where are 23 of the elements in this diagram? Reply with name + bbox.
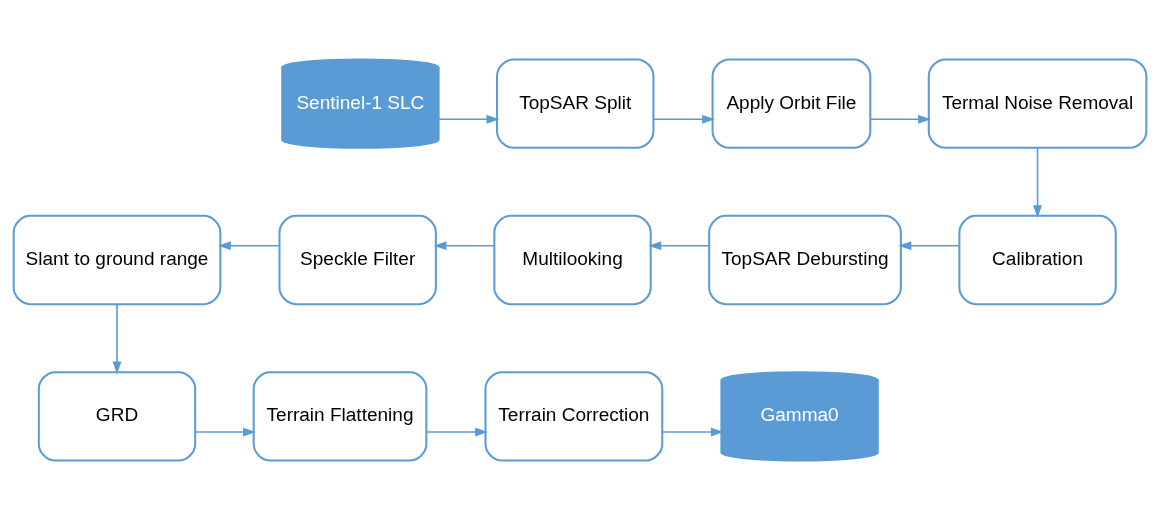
node-box: Speckle Filter	[278, 214, 437, 306]
node-box: TopSAR Debursting	[708, 214, 902, 306]
arrow	[869, 114, 931, 124]
node-box: Terrain Correction	[484, 371, 664, 462]
node-box: Multilooking	[493, 214, 652, 306]
arrow	[218, 241, 280, 251]
arrow	[648, 241, 710, 251]
arrow	[898, 241, 960, 251]
node-box: GRD	[37, 371, 197, 462]
arrow	[1033, 147, 1043, 218]
node-box: Terrain Flattening	[252, 371, 428, 462]
node-box: Slant to ground range	[12, 214, 222, 306]
arrow	[433, 241, 495, 251]
arrow	[425, 427, 488, 437]
node-box: Apply Orbit File	[711, 58, 872, 149]
arrow	[194, 427, 256, 437]
arrow	[438, 114, 500, 124]
arrow	[112, 303, 122, 375]
node-box: Termal Noise Removal	[927, 58, 1148, 149]
arrow	[661, 427, 724, 437]
node-box: Calibration	[958, 214, 1117, 306]
node-box: TopSAR Split	[496, 58, 655, 149]
arrow	[653, 114, 715, 124]
